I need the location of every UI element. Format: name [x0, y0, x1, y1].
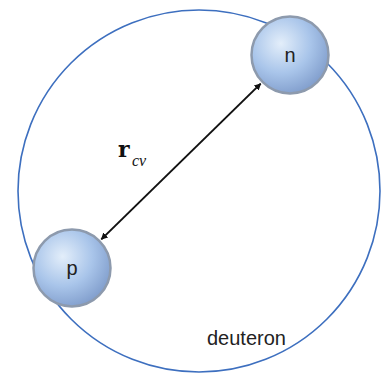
nucleus-circle: deuteron p n — [17, 9, 381, 373]
subscript-label: cv — [132, 152, 146, 170]
nucleus-name: deuteron — [207, 327, 286, 350]
particle-symbol: p — [66, 257, 77, 280]
vector-symbol: r — [118, 136, 130, 162]
ball-surface — [34, 230, 111, 307]
nucleon-sphere: p — [32, 228, 112, 308]
particle-symbol: n — [284, 44, 295, 67]
nucleus-border — [18, 10, 380, 372]
ball-surface — [252, 17, 329, 94]
nucleon-sphere: n — [250, 15, 330, 95]
distance-arrow — [101, 84, 260, 240]
